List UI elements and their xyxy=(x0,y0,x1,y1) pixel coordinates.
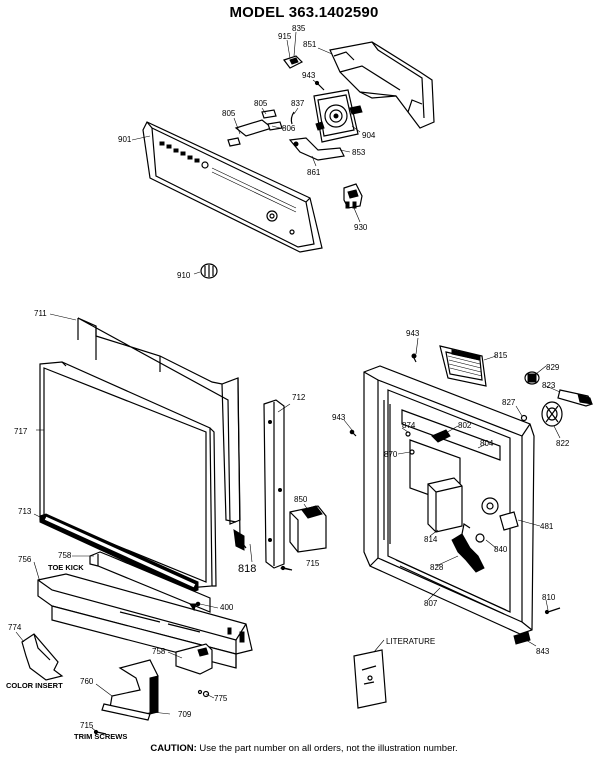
label-901: 901 xyxy=(118,135,132,144)
plate-806 xyxy=(227,109,283,147)
label-843: 843 xyxy=(536,647,550,656)
timer-904 xyxy=(313,89,363,143)
label-400: 400 xyxy=(220,603,234,612)
label-715-middle: 715 xyxy=(306,559,320,568)
toe-kick-756 xyxy=(37,573,253,669)
label-943-top: 943 xyxy=(302,71,316,80)
screw-775 xyxy=(197,689,210,698)
latch-840 xyxy=(475,497,519,543)
screw-943-middle xyxy=(349,429,357,437)
label-481: 481 xyxy=(540,522,554,531)
control-panel-901 xyxy=(142,121,323,253)
label-trim-screws: TRIM SCREWS xyxy=(74,732,127,741)
label-713: 713 xyxy=(18,507,32,516)
panel-711 xyxy=(77,317,247,551)
trim-760 xyxy=(101,659,159,721)
label-804: 804 xyxy=(480,439,494,448)
label-806: 806 xyxy=(282,124,296,133)
shaft-823 xyxy=(557,389,593,407)
housing-851 xyxy=(329,41,435,129)
caution-text: Use the part number on all orders, not t… xyxy=(196,743,458,754)
part-843 xyxy=(513,631,531,645)
bracket-758-top xyxy=(89,551,211,613)
label-840: 840 xyxy=(494,545,508,554)
label-853: 853 xyxy=(352,148,366,157)
screw-943-right xyxy=(411,353,417,363)
label-943-middle: 943 xyxy=(332,413,346,422)
label-715-bottom: 715 xyxy=(80,721,94,730)
leader-lines xyxy=(15,31,561,733)
bracket-850 xyxy=(289,505,327,553)
label-827: 827 xyxy=(502,398,516,407)
label-758-top: 758 xyxy=(58,551,72,560)
label-815: 815 xyxy=(494,351,508,360)
color-insert-774 xyxy=(21,633,64,681)
screw-400 xyxy=(195,601,201,607)
label-835: 835 xyxy=(292,24,306,33)
label-828: 828 xyxy=(430,563,444,572)
lever-828 xyxy=(451,523,485,573)
literature-envelope xyxy=(353,649,387,709)
side-trim-712 xyxy=(263,399,285,569)
caution-label: CAUTION: xyxy=(150,743,197,754)
label-930: 930 xyxy=(354,223,368,232)
label-870: 870 xyxy=(384,450,398,459)
label-874: 874 xyxy=(402,421,416,430)
caution-note: CAUTION: Use the part number on all orde… xyxy=(0,743,608,754)
label-851: 851 xyxy=(303,40,317,49)
label-760: 760 xyxy=(80,677,94,686)
label-775: 775 xyxy=(214,694,228,703)
dial-822 xyxy=(541,401,563,427)
label-910: 910 xyxy=(177,271,191,280)
bracket-758-lower xyxy=(175,643,213,675)
label-915: 915 xyxy=(278,32,292,41)
label-850: 850 xyxy=(294,495,308,504)
label-822: 822 xyxy=(556,439,570,448)
label-758-lower: 758 xyxy=(152,647,166,656)
switch-930 xyxy=(343,183,363,209)
label-818: 818 xyxy=(238,563,256,575)
knob-829 xyxy=(524,371,540,385)
trim-713 xyxy=(39,513,199,593)
screw-715-bottom xyxy=(93,729,107,735)
label-toe-kick: TOE KICK xyxy=(48,563,84,572)
label-837: 837 xyxy=(291,99,305,108)
label-810: 810 xyxy=(542,593,556,602)
label-717: 717 xyxy=(14,427,28,436)
screw-810 xyxy=(544,607,561,615)
bracket-861 xyxy=(288,137,345,161)
label-literature: LITERATURE xyxy=(386,637,435,646)
label-711: 711 xyxy=(34,309,47,318)
label-805-a: 805 xyxy=(222,109,236,118)
grille-815 xyxy=(439,345,487,387)
label-943-right: 943 xyxy=(406,329,420,338)
label-904: 904 xyxy=(362,131,376,140)
dispenser-814 xyxy=(427,477,463,533)
clip-837 xyxy=(290,111,295,125)
label-712: 712 xyxy=(292,393,306,402)
knob-910 xyxy=(200,263,218,279)
label-814: 814 xyxy=(424,535,438,544)
label-807: 807 xyxy=(424,599,438,608)
label-861: 861 xyxy=(307,168,321,177)
label-802: 802 xyxy=(458,421,472,430)
label-756: 756 xyxy=(18,555,32,564)
page-title: MODEL 363.1402590 xyxy=(229,4,379,21)
label-709: 709 xyxy=(178,710,192,719)
label-805-b: 805 xyxy=(254,99,268,108)
label-color-insert: COLOR INSERT xyxy=(6,681,63,690)
clip-915 xyxy=(283,55,304,69)
label-829: 829 xyxy=(546,363,560,372)
washer-827 xyxy=(520,414,528,422)
label-774: 774 xyxy=(8,623,22,632)
callout-labels: 915 835 851 943 837 805 805 806 901 904 … xyxy=(6,24,570,741)
label-823: 823 xyxy=(542,381,556,390)
